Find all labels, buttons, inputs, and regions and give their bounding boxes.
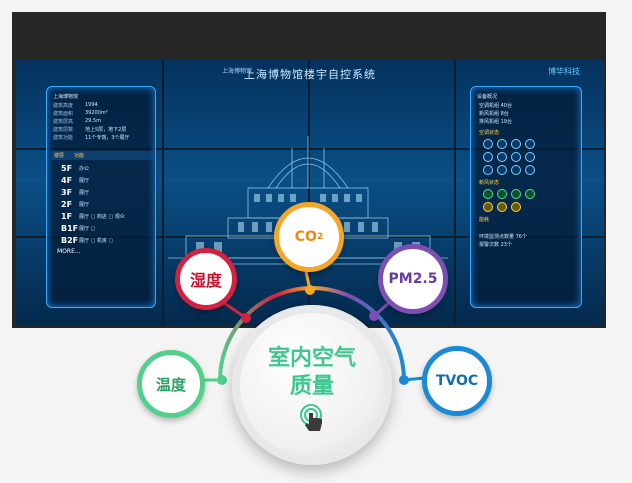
screen-seam <box>308 60 310 326</box>
device-icon <box>525 152 535 162</box>
device-icon <box>511 189 521 199</box>
device-icon <box>511 152 521 162</box>
info-row: 建筑层数地上5层，地下2层 <box>53 127 127 133</box>
section-label: 能耗 <box>479 217 490 223</box>
floor-table-header: 楼层 功能 <box>51 151 155 160</box>
screen-seam <box>162 60 164 326</box>
tap-finger-icon <box>300 404 322 431</box>
device-icon <box>483 165 493 175</box>
museum-logo: 上海博物馆 <box>222 68 253 75</box>
device-icon <box>525 139 535 149</box>
device-status-row <box>483 202 581 212</box>
system-title: 上海博物馆楼宇自控系统 <box>244 68 376 81</box>
device-icon <box>525 189 535 199</box>
device-status-row <box>483 189 581 199</box>
panel-title: 上海博物馆 <box>53 94 79 100</box>
company-logo: 博华科技 <box>548 67 580 76</box>
temperature-button[interactable]: 温度 <box>137 350 205 418</box>
screen-seam <box>454 60 456 326</box>
stat-row: 排风机组 19台 <box>479 119 512 125</box>
device-icon <box>511 202 521 212</box>
screen-seam <box>16 148 604 150</box>
indoor-air-quality-label: 室内空气 质量 <box>267 346 356 399</box>
device-icon <box>497 202 507 212</box>
device-status-row <box>483 152 581 162</box>
device-icon <box>497 189 507 199</box>
equipment-panel: 设备概况 空调机组 40台 新风机组 8台 排风机组 19台 空调状态 新风状态… <box>470 86 582 308</box>
device-icon <box>483 189 493 199</box>
footer-row: 报警次数 23个 <box>479 242 512 248</box>
device-icon <box>511 139 521 149</box>
section-label: 新风状态 <box>479 180 500 186</box>
pm25-button[interactable]: PM2.5 <box>378 244 448 314</box>
footer-row: 环境监测点数量 76个 <box>479 234 527 240</box>
more-link[interactable]: MORE... <box>57 248 81 255</box>
indoor-air-quality-button[interactable]: 室内空气 质量 <box>232 305 392 465</box>
device-icon <box>483 139 493 149</box>
stat-row: 新风机组 8台 <box>479 111 509 117</box>
device-status-row <box>483 165 581 175</box>
device-icon <box>497 152 507 162</box>
section-label: 空调状态 <box>479 130 500 136</box>
device-status-row <box>483 139 581 149</box>
device-icon <box>483 202 493 212</box>
stat-row: 空调机组 40台 <box>479 103 512 109</box>
device-icon <box>497 139 507 149</box>
device-icon <box>511 165 521 175</box>
humidity-button[interactable]: 湿度 <box>175 248 237 310</box>
device-icon <box>483 152 493 162</box>
tvoc-button[interactable]: TVOC <box>422 346 492 416</box>
device-icon <box>525 165 535 175</box>
panel-title: 设备概况 <box>477 94 498 100</box>
device-icon <box>497 165 507 175</box>
